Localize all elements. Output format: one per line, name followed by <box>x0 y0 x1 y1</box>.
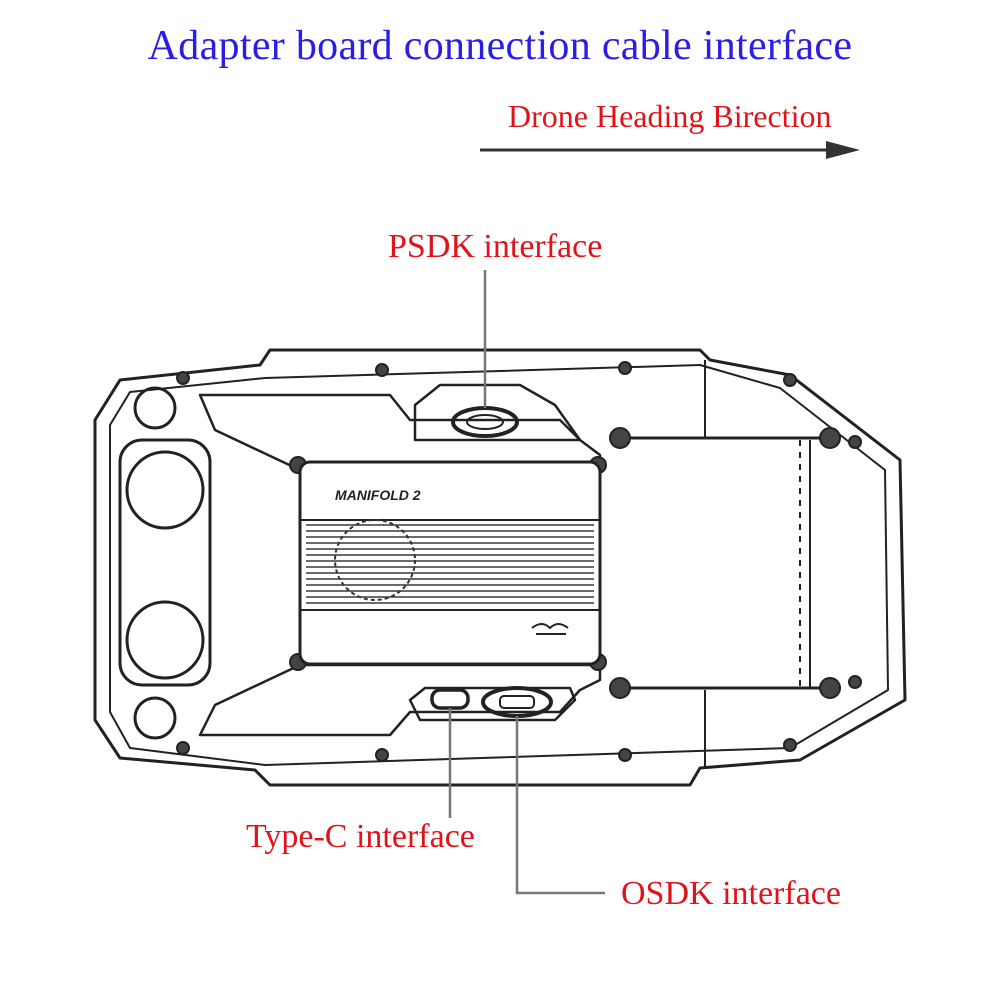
osdk-leader <box>515 716 605 895</box>
manifold-module: MANIFOLD 2 <box>298 460 602 666</box>
leader-lines <box>448 270 605 895</box>
screws <box>176 361 862 762</box>
typec-interface-label: Type-C interface <box>246 818 475 855</box>
dji-logo <box>531 623 569 635</box>
osdk-interface-label: OSDK interface <box>621 875 841 912</box>
diagram-title: Adapter board connection cable interface <box>147 23 853 69</box>
heading-arrow <box>480 141 860 159</box>
psdk-interface-label: PSDK interface <box>388 228 603 265</box>
heading-direction-label: Drone Heading Birection <box>508 98 832 134</box>
module-label: MANIFOLD 2 <box>335 487 421 503</box>
drone-body <box>93 348 907 787</box>
